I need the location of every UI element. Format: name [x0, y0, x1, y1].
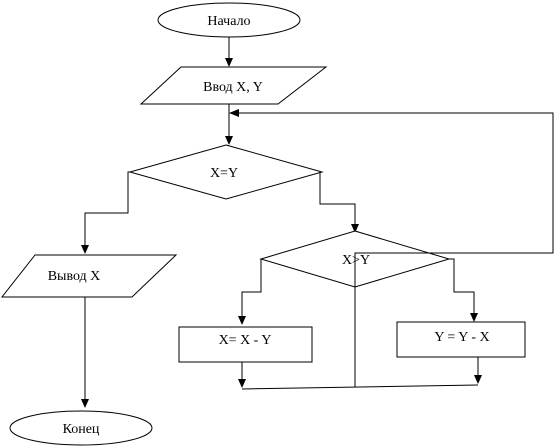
output-label: Вывод X — [48, 269, 101, 284]
arrowhead — [351, 224, 359, 233]
arrowhead — [474, 375, 482, 384]
connector-merge-return — [354, 252, 449, 387]
arrowhead — [225, 136, 233, 145]
arrowhead — [238, 316, 246, 325]
decision-x-equals-y — [128, 144, 324, 200]
input-block — [139, 66, 328, 105]
arrowhead — [470, 313, 478, 322]
process-assign-y-label: Y = Y - X — [434, 330, 489, 345]
arrowhead — [229, 109, 239, 117]
connector-greater-yes — [241, 259, 262, 316]
output-block — [0, 254, 178, 298]
process-assign-x — [178, 326, 313, 363]
connector-equal-no — [319, 171, 356, 224]
end-terminator — [9, 410, 153, 446]
process-assign-y — [396, 321, 526, 358]
process-assign-x-label: X= X - Y — [219, 333, 272, 348]
loop-back-connector — [239, 112, 554, 254]
decision-x-equals-y-label: X=Y — [210, 166, 238, 181]
arrowhead — [81, 399, 89, 408]
arrowhead — [238, 379, 246, 388]
connector-greater-no — [449, 258, 475, 313]
decision-x-greater-y-label: X>Y — [342, 253, 370, 268]
merge-line — [241, 384, 479, 390]
start-label: Начало — [207, 14, 250, 29]
arrowhead — [225, 58, 233, 67]
connector-equal-yes — [84, 171, 130, 245]
arrowhead — [81, 245, 89, 254]
input-label: Ввод X, Y — [203, 80, 263, 95]
end-label: Конец — [63, 422, 100, 437]
